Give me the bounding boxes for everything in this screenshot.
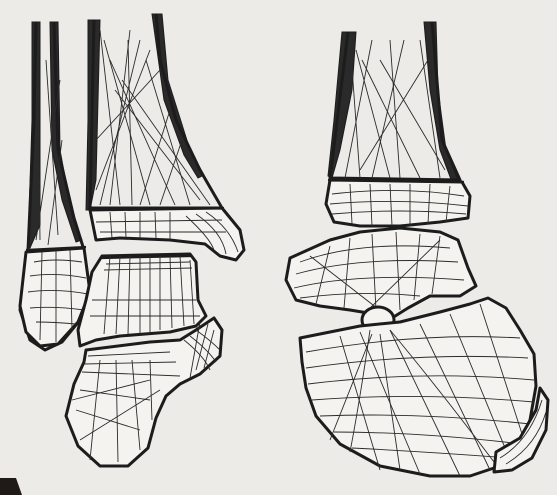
page-corner-shadow (0, 478, 22, 495)
lateral-view (286, 22, 548, 476)
tibia-growth-plate (88, 208, 224, 209)
frontal-view (20, 14, 244, 466)
talus-lateral (286, 228, 476, 318)
tibia-epiphysis (90, 208, 244, 260)
tibia-cortex-lateral (152, 14, 204, 178)
tibia-shaft-trabeculae (96, 30, 210, 205)
